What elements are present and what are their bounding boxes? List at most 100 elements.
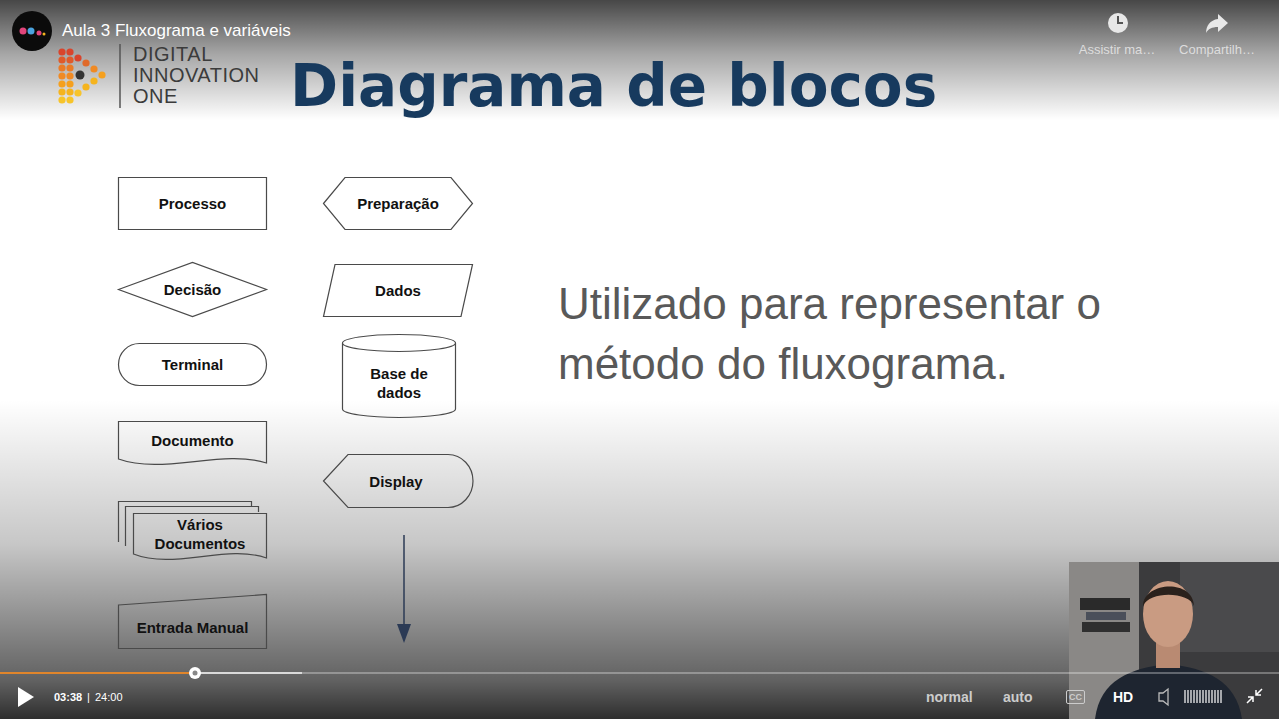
decoration-part [1196,690,1197,703]
decoration-part [1208,690,1209,703]
node-text-group: Base de dados [360,364,438,402]
node-label: Base de dados [360,364,438,402]
logo-divider [119,44,121,108]
node-outline-path [324,178,473,230]
terminal-stadium: Terminal [118,343,267,386]
decoration-part [58,56,65,63]
decoration-part [1086,612,1126,620]
node-label: Vários Documentos [145,515,255,553]
decoration-part [193,671,198,676]
node-text-group: Decisão [164,280,222,299]
node-text-group: Dados [375,281,421,300]
decoration-part [58,48,65,55]
decoration-part [0,672,195,674]
share-icon [1206,14,1228,33]
node-text-group: Display [369,472,422,491]
decoration-part [1199,690,1200,703]
hd-button: HD [1113,689,1133,706]
decoration-part [1190,690,1191,703]
speed-button: normal [926,689,973,706]
node-label: Processo [159,194,227,213]
slide-description: Utilizado para representar o método do f… [558,274,1208,394]
decoration-part [1118,16,1123,23]
decoration-part [90,77,97,84]
decoration-part [66,48,73,55]
node-label: Documento [151,431,234,450]
manual-input-shape: Entrada Manual [118,594,267,649]
duration: 24:00 [95,690,123,704]
quality-auto-button: auto [1003,689,1033,706]
node-text-group: Preparação [357,194,439,213]
volume-icon [1159,689,1168,705]
share-label: Compartilh… [1167,42,1267,58]
decoration-part [1211,690,1212,703]
database-cylinder: Base de dados [342,334,456,418]
decoration-part [1184,690,1185,703]
captions-button: CC [1066,690,1085,704]
decoration-part [1217,690,1218,703]
preparation-hexagon: Preparação [323,177,473,230]
decoration-part [1256,689,1262,695]
decoration-part [82,59,89,66]
node-text-group: Terminal [162,355,223,374]
logo-dots [58,48,105,103]
decoration-part [37,31,42,36]
decoration-part [20,28,27,35]
node-outline-path [119,178,267,230]
node-label: Display [369,472,422,491]
decoration-part [1193,690,1194,703]
decoration-part [1080,598,1130,610]
decoration-part [1069,562,1279,719]
decoration-part [0,672,302,674]
channel-icon [12,11,52,51]
decoration-part [1108,13,1128,33]
node-text-group: Vários Documentos [145,515,255,553]
node-label: Decisão [164,280,222,299]
flow-arrow [397,535,411,643]
node-outline-path [119,422,267,465]
node-outline-path [119,263,267,317]
node-text-group: Documento [151,431,234,450]
decoration-part [66,96,73,103]
node-outline-path [119,595,267,649]
decoration-part [74,89,81,96]
decoration-part [58,96,65,103]
decoration-part [66,88,73,95]
node-outline-path [119,502,267,560]
decoration-part [74,54,81,61]
logo-text: DIGITAL INNOVATION ONE [133,44,298,107]
node-label: Terminal [162,355,223,374]
webcam-inset [1069,562,1279,719]
time-separator: | [87,690,90,704]
node-text-group: Processo [159,194,227,213]
volume-bars [1185,690,1221,703]
node-outline-path [324,455,474,508]
node-label: Entrada Manual [137,618,249,637]
decision-diamond: Decisão [118,262,267,317]
decoration-part [189,667,201,679]
display-shape: Display [323,454,473,508]
decoration-part [76,71,85,80]
decoration-part [98,71,105,78]
decoration-part [1180,562,1279,652]
progress-bar [0,667,1279,679]
decoration-part [1159,689,1168,705]
decoration-part [66,72,73,79]
decoration-part [90,65,97,72]
decoration-part [1214,690,1215,703]
decoration-part [28,28,35,35]
data-parallelogram: Dados [323,264,473,317]
decoration-part [1205,690,1206,703]
decoration-part [1202,690,1203,703]
decoration-part [66,56,73,63]
decoration-part [58,80,65,87]
node-outline-path [343,335,456,418]
process-box: Processo [118,177,267,230]
node-outline-path [119,344,267,386]
node-outline-path [324,265,473,317]
decoration-part [1187,690,1188,703]
decoration-part [82,83,89,90]
current-time: 03:38 [54,690,82,704]
decoration-part [66,80,73,87]
